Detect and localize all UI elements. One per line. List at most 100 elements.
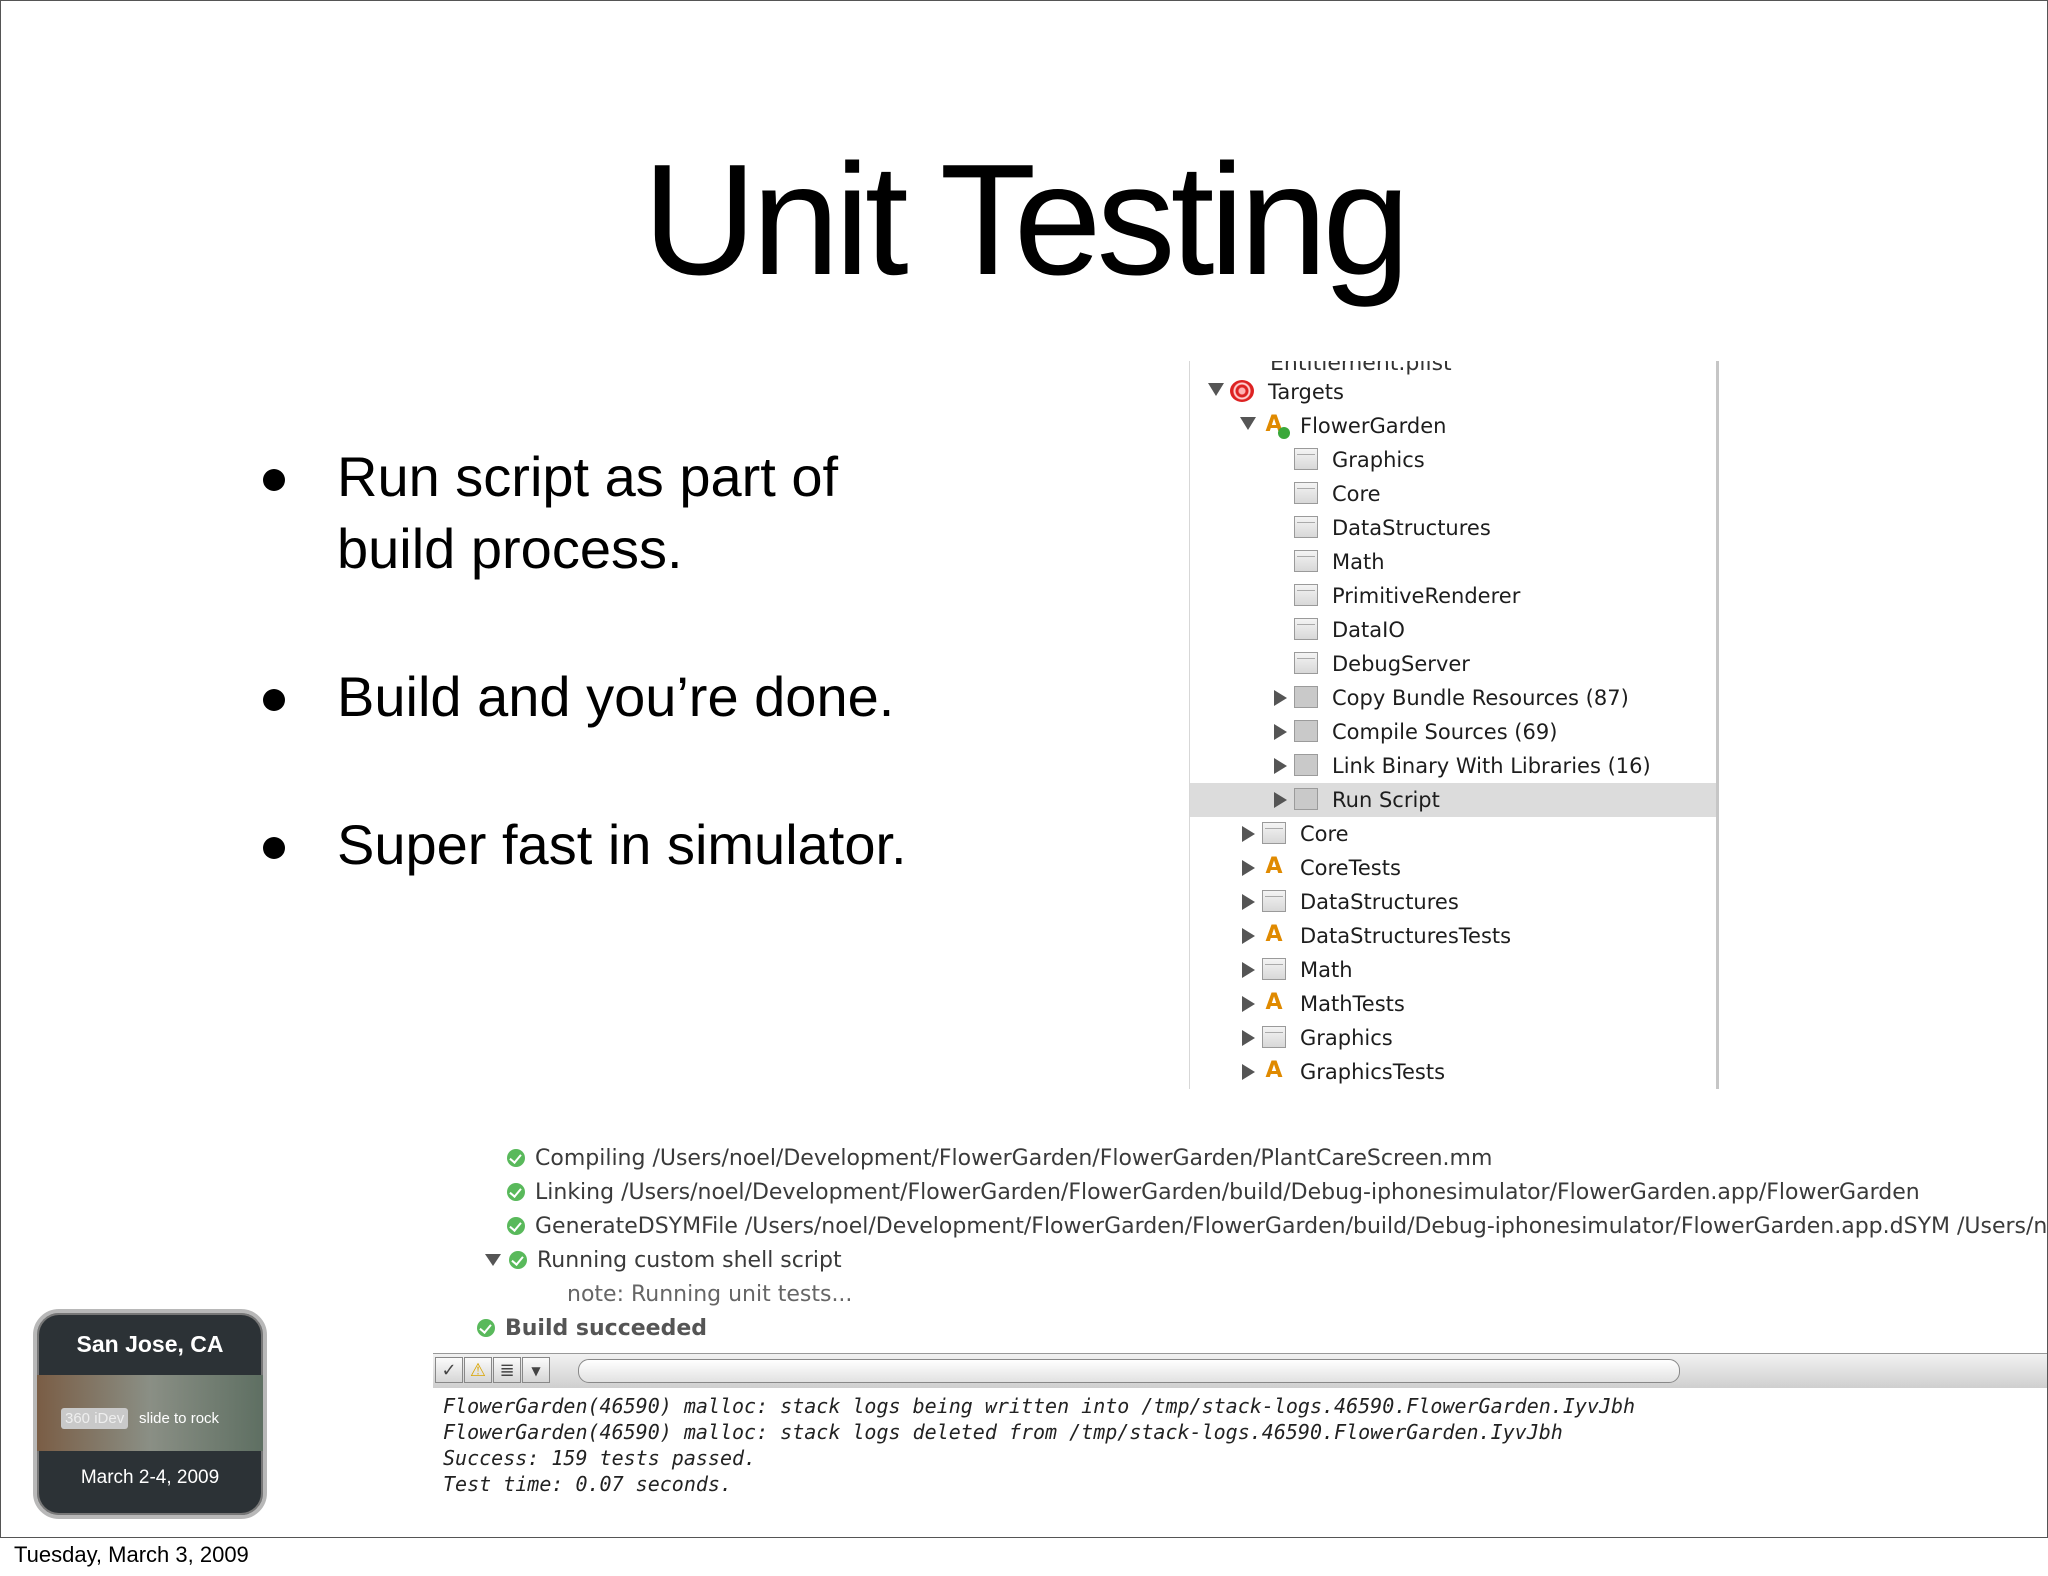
- xcode-target-tree: Entitlement.plist Targets A FlowerGarden…: [1189, 361, 1719, 1089]
- progress-bar: [578, 1359, 1680, 1383]
- tree-item-label: CoreTests: [1300, 856, 1401, 880]
- build-log-line: Compiling /Users/noel/Development/Flower…: [507, 1146, 1492, 1180]
- tree-item-core-target[interactable]: Core: [1190, 817, 1716, 851]
- test-target-icon: A: [1265, 854, 1283, 879]
- disclosure-open-icon[interactable]: [485, 1254, 501, 1266]
- tree-item-math-target[interactable]: Math: [1190, 953, 1716, 987]
- tree-item-label: Graphics: [1332, 448, 1425, 472]
- tree-item-label: DataStructures: [1332, 516, 1491, 540]
- tree-item-math[interactable]: Math: [1190, 545, 1716, 579]
- library-box-icon: [1294, 618, 1318, 640]
- build-phase-icon: [1294, 788, 1318, 810]
- tree-item-label: DataIO: [1332, 618, 1405, 642]
- tree-item-flowergarden[interactable]: A FlowerGarden: [1190, 409, 1716, 443]
- app-target-icon: A: [1262, 414, 1290, 439]
- chevron-down-icon[interactable]: ▼: [522, 1357, 550, 1383]
- tree-item-label: Math: [1300, 958, 1353, 982]
- disclosure-closed-icon[interactable]: [1242, 962, 1255, 978]
- build-results-log: Compiling /Users/noel/Development/Flower…: [471, 1146, 2047, 1351]
- disclosure-closed-icon[interactable]: [1242, 826, 1255, 842]
- build-log-line[interactable]: Running custom shell script: [485, 1248, 842, 1282]
- bullet-dot-icon: [263, 469, 285, 491]
- success-check-icon: [477, 1319, 495, 1337]
- disclosure-closed-icon[interactable]: [1274, 758, 1287, 774]
- tree-item-label: DataStructuresTests: [1300, 924, 1512, 948]
- success-check-icon: [1278, 427, 1290, 439]
- disclosure-closed-icon[interactable]: [1274, 724, 1287, 740]
- disclosure-closed-icon[interactable]: [1242, 860, 1255, 876]
- tree-item-compile-sources[interactable]: Compile Sources (69): [1190, 715, 1716, 749]
- tree-item-datastructures-target[interactable]: DataStructures: [1190, 885, 1716, 919]
- disclosure-closed-icon[interactable]: [1242, 1064, 1255, 1080]
- slide: Unit Testing Run script as part of build…: [0, 0, 2048, 1538]
- library-box-icon: [1294, 516, 1318, 538]
- tree-item-dataio[interactable]: DataIO: [1190, 613, 1716, 647]
- bullet-dot-icon: [263, 689, 285, 711]
- library-box-icon: [1262, 958, 1286, 980]
- bullet-list: Run script as part of build process. Bui…: [259, 441, 959, 957]
- transcript-icon[interactable]: ≣: [493, 1357, 521, 1383]
- bullet-item: Super fast in simulator.: [259, 809, 959, 881]
- bullet-text: Run script as part of build process.: [337, 445, 839, 580]
- success-check-icon: [509, 1251, 527, 1269]
- console-output: FlowerGarden(46590) malloc: stack logs b…: [433, 1388, 2047, 1518]
- target-icon: [1230, 380, 1254, 402]
- tree-item-link-binary[interactable]: Link Binary With Libraries (16): [1190, 749, 1716, 783]
- tree-item-label: Targets: [1268, 380, 1344, 404]
- tree-item-label: Compile Sources (69): [1332, 720, 1558, 744]
- test-target-icon: A: [1265, 922, 1283, 947]
- tree-item-mathtests[interactable]: A MathTests: [1190, 987, 1716, 1021]
- tree-item-debugserver[interactable]: DebugServer: [1190, 647, 1716, 681]
- tree-item-label: PrimitiveRenderer: [1332, 584, 1521, 608]
- tree-item-label: DataStructures: [1300, 890, 1459, 914]
- bullet-item: Build and you’re done.: [259, 661, 959, 733]
- library-box-icon: [1294, 584, 1318, 606]
- build-phase-icon: [1294, 720, 1318, 742]
- slide-title: Unit Testing: [642, 132, 1411, 308]
- bullet-text: Super fast in simulator.: [337, 813, 907, 876]
- tree-item-targets[interactable]: Targets: [1190, 375, 1716, 409]
- tree-item-label: DebugServer: [1332, 652, 1470, 676]
- disclosure-closed-icon[interactable]: [1242, 996, 1255, 1012]
- library-box-icon: [1262, 822, 1286, 844]
- footer-date: Tuesday, March 3, 2009: [14, 1542, 249, 1567]
- disclosure-open-icon[interactable]: [1240, 417, 1256, 430]
- console-line: Test time: 0.07 seconds.: [443, 1472, 732, 1496]
- tree-item-primitiverenderer[interactable]: PrimitiveRenderer: [1190, 579, 1716, 613]
- warning-filter-icon[interactable]: ⚠: [464, 1357, 492, 1383]
- console-line: Success: 159 tests passed.: [443, 1446, 757, 1470]
- tree-item-datastructurestests[interactable]: A DataStructuresTests: [1190, 919, 1716, 953]
- disclosure-open-icon[interactable]: [1208, 383, 1224, 396]
- tree-item-datastructures[interactable]: DataStructures: [1190, 511, 1716, 545]
- logo-city: San Jose, CA: [76, 1331, 224, 1357]
- tree-item-cut-off: Entitlement.plist: [1270, 361, 1452, 376]
- disclosure-closed-icon[interactable]: [1242, 894, 1255, 910]
- success-check-icon: [507, 1183, 525, 1201]
- tree-item-label: Math: [1332, 550, 1385, 574]
- tree-item-core[interactable]: Core: [1190, 477, 1716, 511]
- tree-item-label: GraphicsTests: [1300, 1060, 1446, 1084]
- check-filter-icon[interactable]: ✓: [435, 1357, 463, 1383]
- tree-item-graphics[interactable]: Graphics: [1190, 443, 1716, 477]
- library-box-icon: [1294, 652, 1318, 674]
- tree-item-run-script[interactable]: Run Script: [1190, 783, 1716, 817]
- disclosure-closed-icon[interactable]: [1242, 928, 1255, 944]
- tree-item-label: Run Script: [1332, 788, 1440, 812]
- disclosure-closed-icon[interactable]: [1274, 792, 1287, 808]
- disclosure-closed-icon[interactable]: [1274, 690, 1287, 706]
- library-box-icon: [1294, 482, 1318, 504]
- test-target-icon: A: [1265, 990, 1283, 1015]
- library-box-icon: [1262, 890, 1286, 912]
- build-status-line: Build succeeded: [477, 1316, 707, 1350]
- library-box-icon: [1294, 550, 1318, 572]
- disclosure-closed-icon[interactable]: [1242, 1030, 1255, 1046]
- tree-item-coretests[interactable]: A CoreTests: [1190, 851, 1716, 885]
- tree-item-copy-bundle-resources[interactable]: Copy Bundle Resources (87): [1190, 681, 1716, 715]
- console-line: FlowerGarden(46590) malloc: stack logs d…: [443, 1420, 1563, 1444]
- tree-item-label: MathTests: [1300, 992, 1405, 1016]
- build-log-line: GenerateDSYMFile /Users/noel/Development…: [507, 1214, 2047, 1248]
- conference-logo: San Jose, CA 360 iDev slide to rock Marc…: [33, 1309, 267, 1519]
- tree-item-label: Link Binary With Libraries (16): [1332, 754, 1651, 778]
- tree-item-graphics-target[interactable]: Graphics: [1190, 1021, 1716, 1055]
- tree-item-graphicstests[interactable]: A GraphicsTests: [1190, 1055, 1716, 1089]
